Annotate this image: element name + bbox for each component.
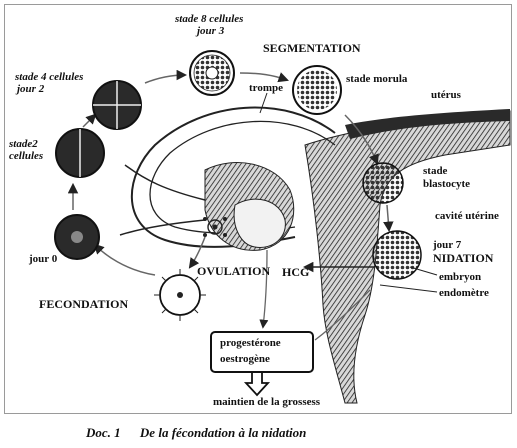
label-trompe: trompe <box>249 82 284 94</box>
figure-frame: stade 8 cellules jour 3 SEGMENTATION sta… <box>4 4 512 414</box>
cycle-arrow-s8-to-morula <box>239 72 289 83</box>
embryo-blastocyste <box>362 162 404 204</box>
fallopian-tube-outer <box>130 106 336 248</box>
label-stade2: stade2 <box>9 138 38 150</box>
hollow-down-arrow <box>243 370 271 397</box>
leader-trompe <box>259 92 268 114</box>
ligament <box>124 164 206 201</box>
label-stade-morula: stade morula <box>346 73 408 85</box>
label-stade-8: stade 8 cellules <box>175 13 244 25</box>
cycle-arrow-s4-to-s8 <box>144 69 188 84</box>
label-embryon: embryon <box>439 271 482 283</box>
line-box-to-uterus <box>314 289 371 341</box>
figure-caption: Doc. 1 De la fécondation à la nidation <box>86 425 322 441</box>
label-ovulation: OVULATION <box>197 264 271 278</box>
label-segmentation: SEGMENTATION <box>263 41 361 55</box>
reproduction-diagram <box>54 50 511 404</box>
follicle-ovulation <box>203 217 227 237</box>
leader-embryon <box>409 266 438 276</box>
embryo-stage-4-cells <box>92 80 142 130</box>
caption-title: De la fécondation à la nidation <box>139 425 307 440</box>
arrow-ovulation-to-fec <box>188 236 206 269</box>
embryo-morula <box>292 65 342 115</box>
label-stade: stade <box>423 165 448 177</box>
label-hcg: HCG <box>282 265 310 279</box>
line-ovary-to-box <box>259 249 269 329</box>
ovary-lobe <box>233 198 286 248</box>
label-cellules: cellules <box>9 150 44 162</box>
hormone-box: progestérone oestrogène <box>210 331 314 373</box>
caption-doc: Doc. 1 <box>86 425 121 440</box>
label-fecondation: FECONDATION <box>39 297 129 311</box>
label-progesterone: progestérone <box>220 337 281 349</box>
embryo-stage-8-cells <box>189 50 235 96</box>
uterus-tube-dark <box>345 109 510 139</box>
label-endometre: endomètre <box>439 287 489 299</box>
label-jour-7: jour 7 <box>433 239 462 251</box>
cycle-arrow-s2-to-s4 <box>82 113 97 128</box>
embryo-stage-2-cells <box>55 128 105 178</box>
label-maintien: maintien de la grossess <box>213 396 321 408</box>
label-jour-2: jour 2 <box>17 83 45 95</box>
label-oestrogene: oestrogène <box>220 353 270 365</box>
fecondation-egg <box>154 269 206 321</box>
label-nidation: NIDATION <box>433 251 494 265</box>
cycle-arrow-fec-to-j0 <box>93 243 156 276</box>
arrow-blasto-to-nidation <box>383 204 394 233</box>
arrow-morula-to-blasto <box>344 114 379 165</box>
label-jour-0: jour 0 <box>29 253 58 265</box>
label-jour-3: jour 3 <box>197 25 225 37</box>
embryo-nidation <box>372 230 422 280</box>
label-stade-4: stade 4 cellules <box>15 71 84 83</box>
label-uterus: utérus <box>431 89 461 101</box>
label-cavite-uterine: cavité utérine <box>435 210 499 222</box>
ligament-2 <box>119 219 206 236</box>
leader-endometre <box>379 284 438 293</box>
embryo-jour-0 <box>54 214 100 260</box>
label-blastocyte: blastocyte <box>423 178 471 190</box>
